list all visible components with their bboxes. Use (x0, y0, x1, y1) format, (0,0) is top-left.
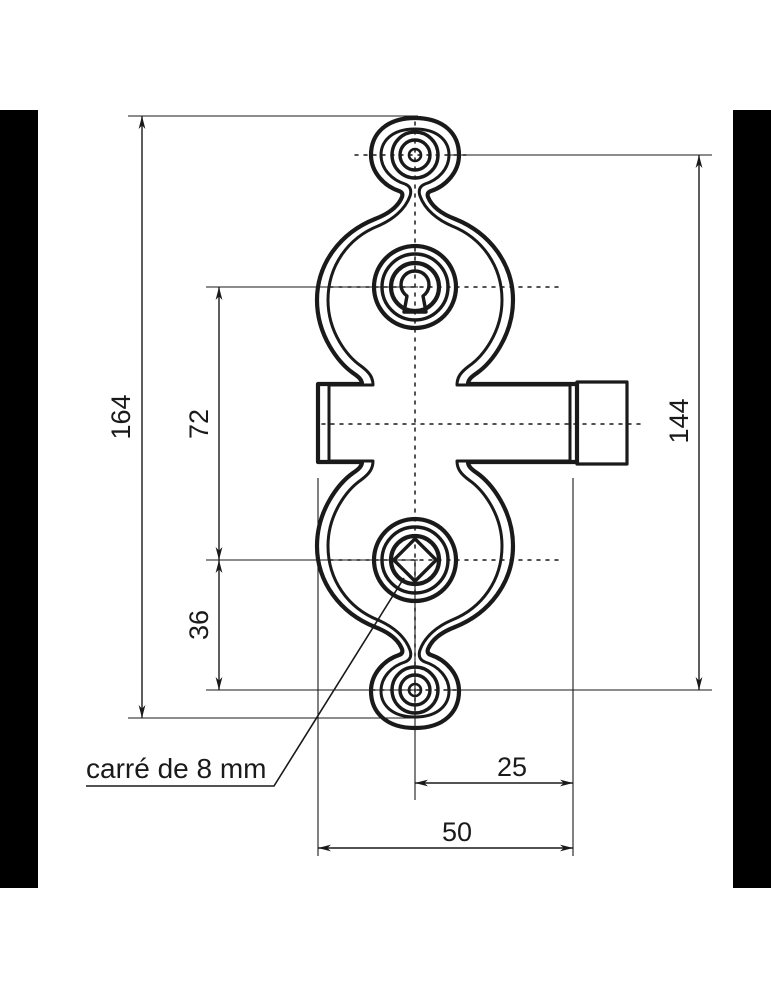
keyhole-glyph (399, 269, 431, 314)
keyhole-rosette (371, 243, 459, 331)
dimension-label-50: 50 (442, 817, 472, 847)
plate-outline-inner (326, 127, 572, 719)
square-spindle-hole (391, 536, 439, 584)
letterbox-right (733, 110, 771, 888)
dimension-label-144: 144 (664, 398, 694, 443)
plate-outline-outer (314, 115, 580, 731)
dimension-label-164: 164 (106, 394, 136, 439)
center-lines (321, 121, 641, 717)
dimension-lines (138, 116, 703, 852)
note-label-carre: carré de 8 mm (86, 753, 267, 784)
fixing-hole-bottom (390, 665, 440, 715)
dimension-label-72: 72 (184, 409, 214, 439)
fixing-hole-top (390, 130, 440, 180)
letterbox-left (0, 110, 38, 888)
dimension-label-25: 25 (497, 752, 527, 782)
dimension-label-36: 36 (184, 610, 214, 640)
spindle-rosette (371, 516, 459, 604)
extension-lines (128, 115, 712, 856)
note-leader-line (86, 577, 405, 787)
latch-bolt (575, 380, 629, 466)
